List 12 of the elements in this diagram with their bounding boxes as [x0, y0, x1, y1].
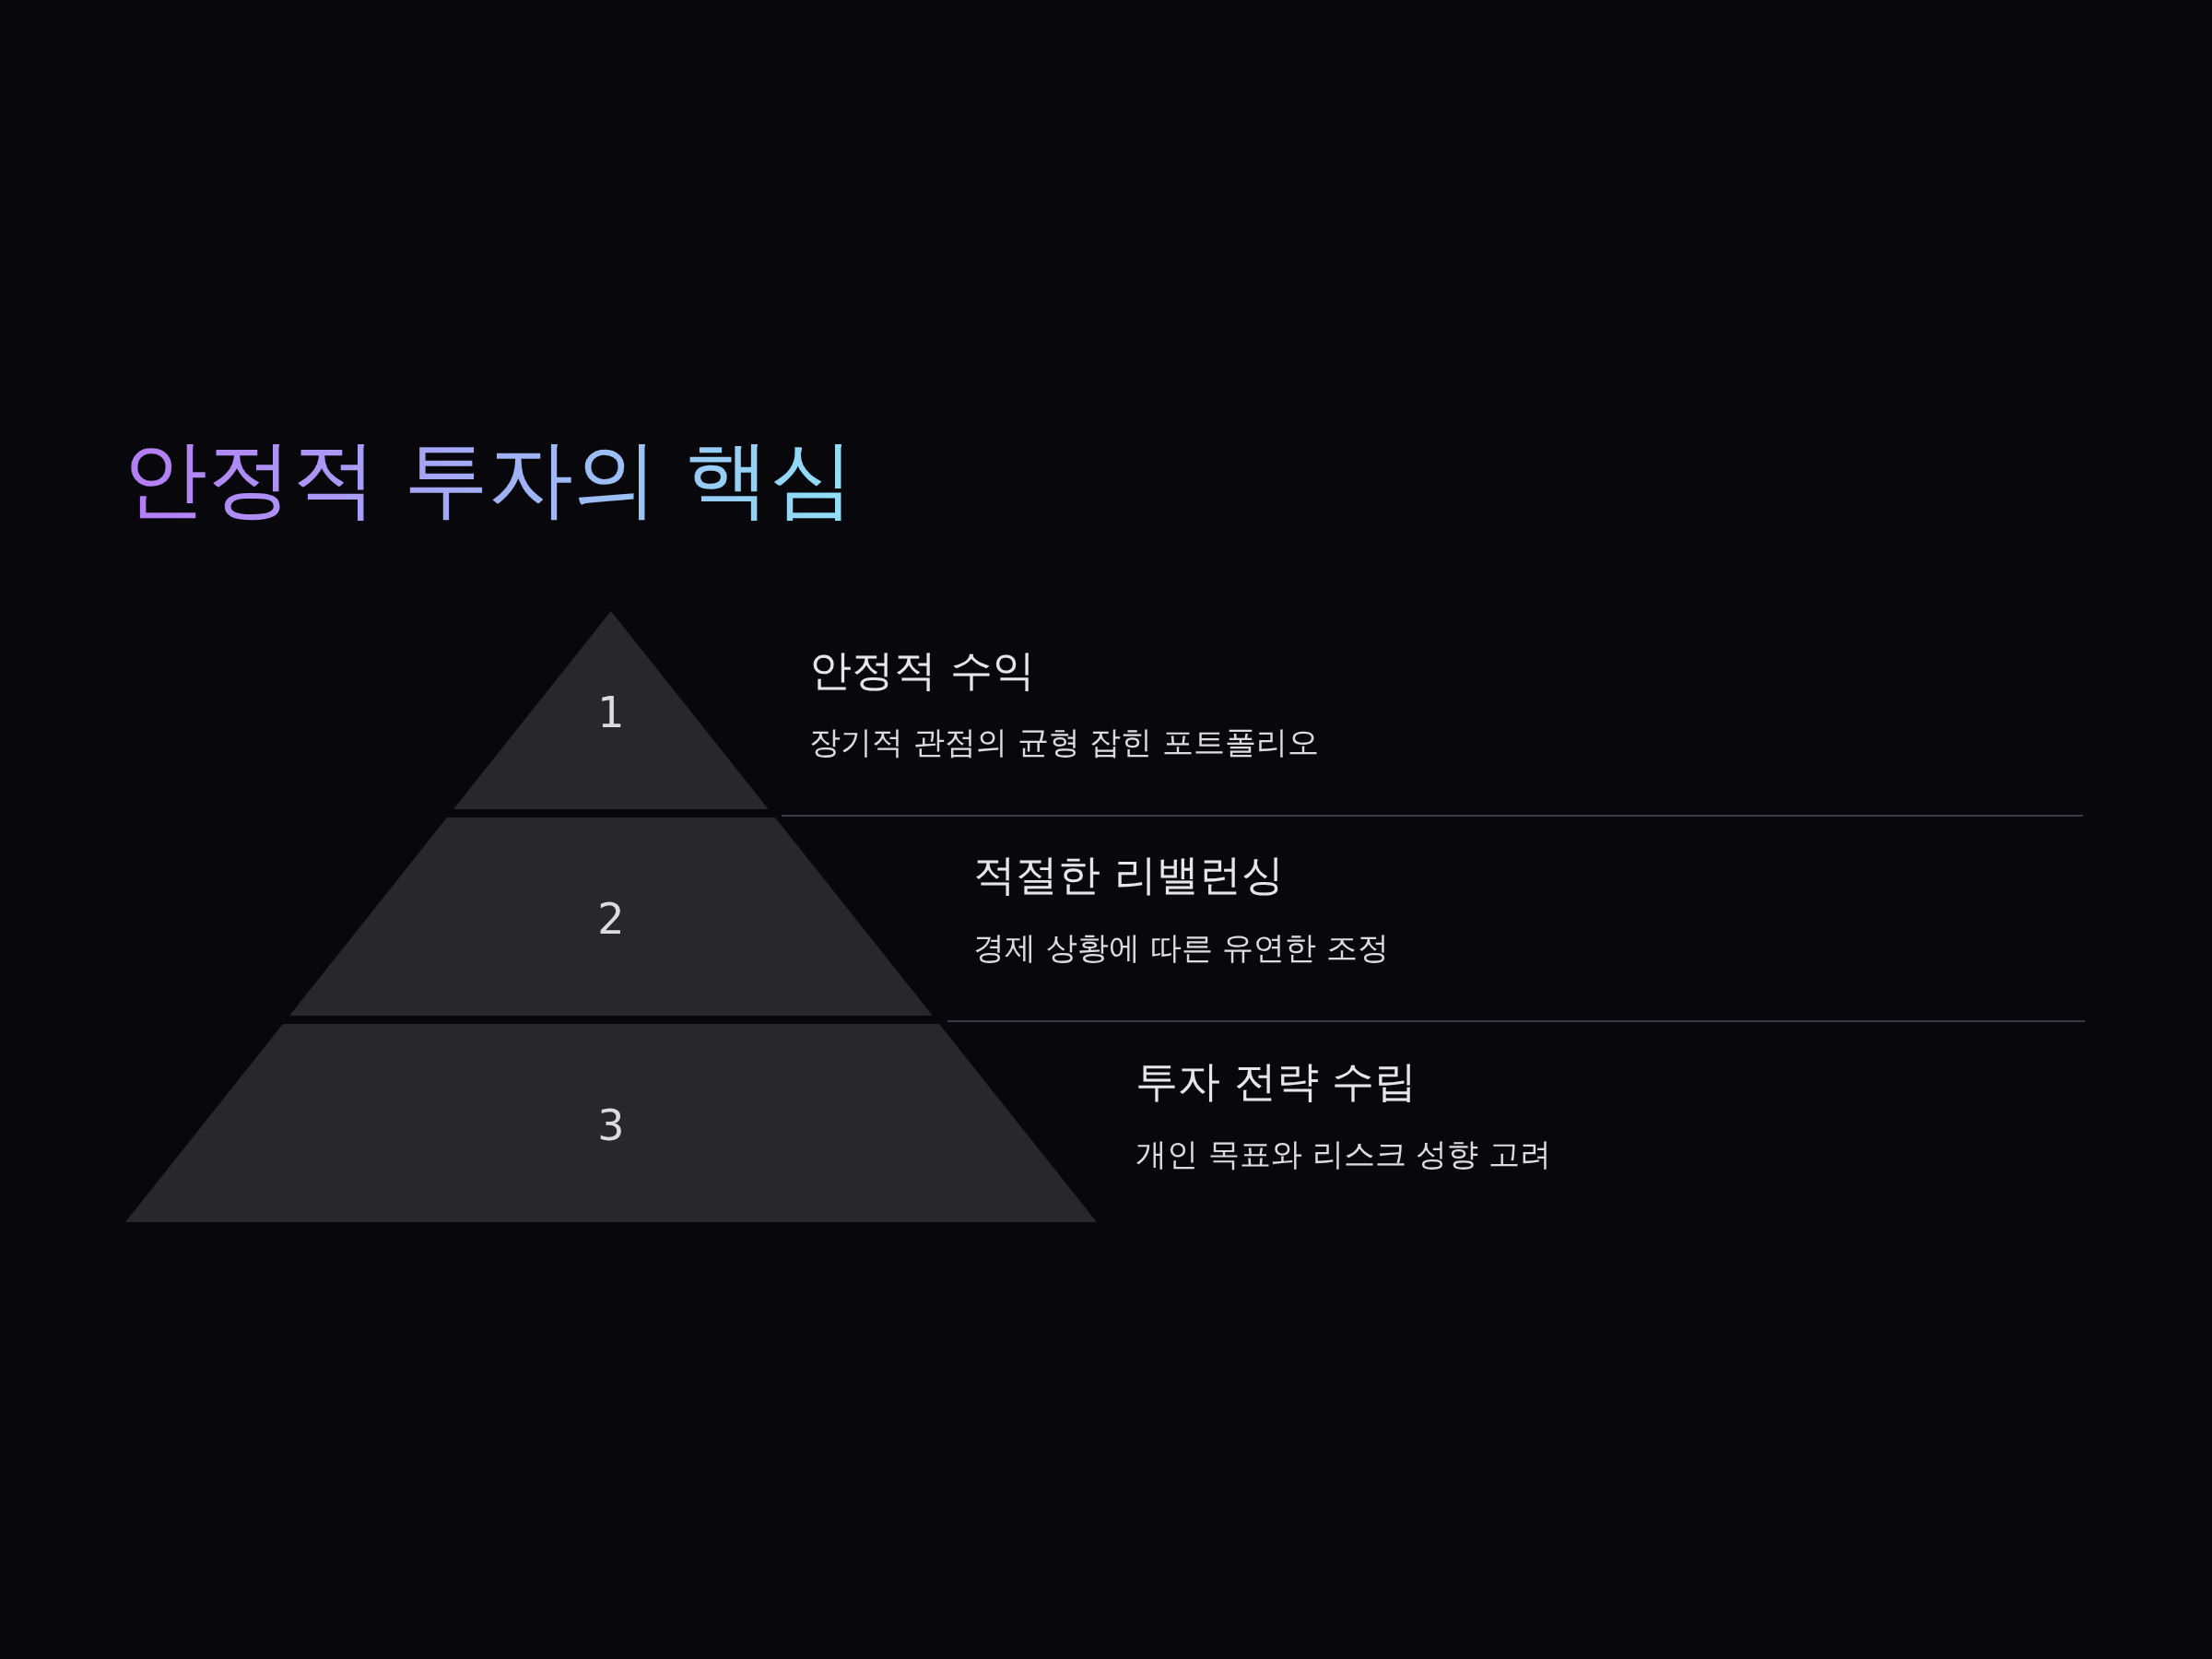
tier-heading: 적절한 리밸런싱 [973, 850, 1284, 901]
tier-heading: 투자 전략 수립 [1135, 1056, 1418, 1108]
tier-description: 경제 상황에 따른 유연한 조정 [973, 929, 1390, 967]
pyramid-tier [289, 818, 933, 1016]
pyramid-tier [453, 611, 769, 809]
tier-number: 1 [597, 690, 625, 734]
tier-number: 2 [597, 897, 625, 940]
tier-number: 3 [597, 1103, 625, 1147]
tier-heading: 안정적 수익 [809, 645, 1035, 697]
pyramid-tier [125, 1024, 1097, 1222]
tier-description: 장기적 관점의 균형 잡힌 포트폴리오 [809, 724, 1320, 761]
tier-description: 개인 목표와 리스크 성향 고려 [1135, 1135, 1552, 1173]
